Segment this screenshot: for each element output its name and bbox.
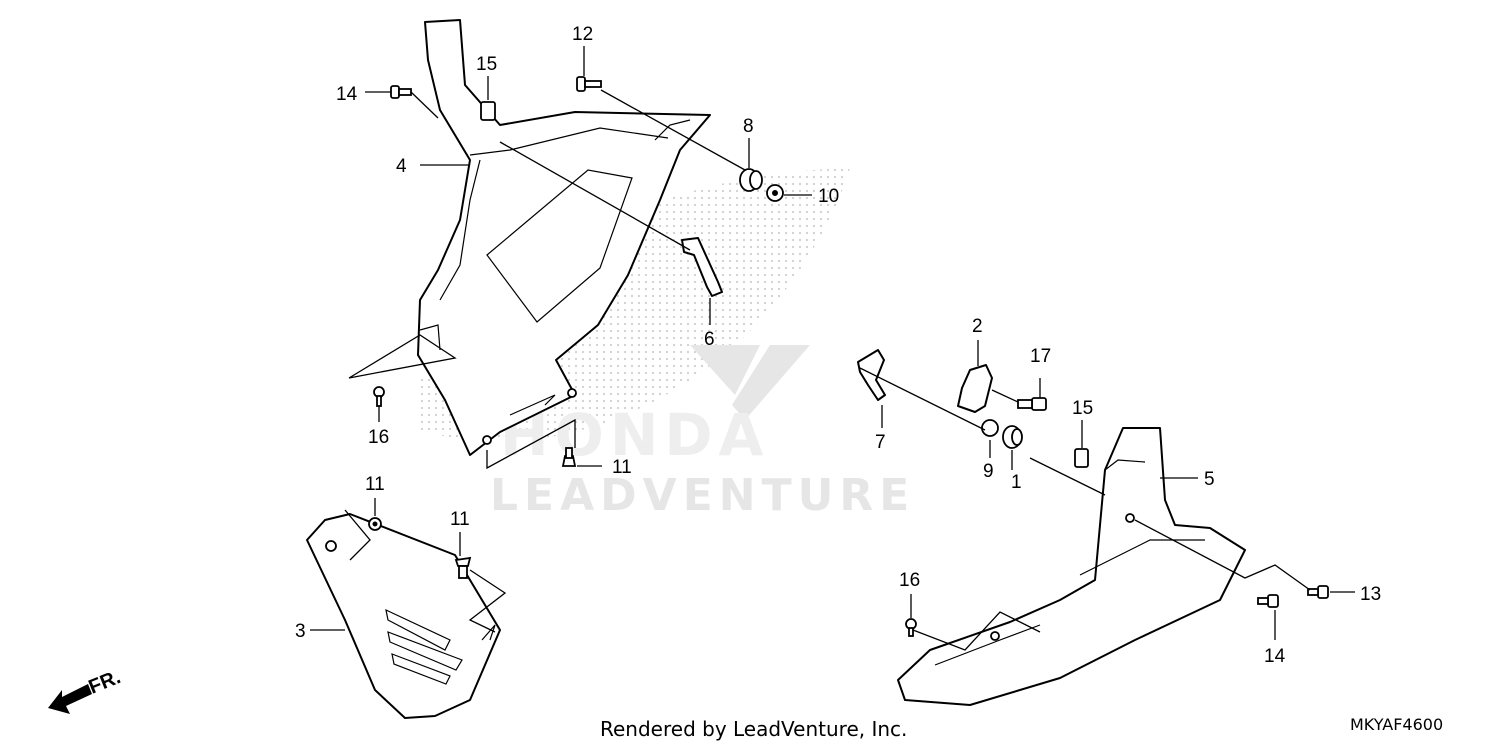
front-direction-arrow	[48, 684, 92, 714]
callout-2: 2	[972, 316, 983, 337]
callout-15-upper: 15	[476, 54, 497, 75]
watermark-company: LEADVENTURE	[490, 470, 915, 521]
callout-14-upper: 14	[336, 84, 358, 105]
callout-6: 6	[704, 329, 715, 350]
callout-11-mid: 11	[450, 509, 470, 530]
callout-7: 7	[875, 432, 886, 453]
part-2-plate	[957, 364, 993, 413]
part-4-upper-cowl	[417, 19, 711, 456]
callout-labels: 1 2 3 4 5 6 7 8 9 10 11 11 11 12 13 14 1…	[295, 24, 1381, 667]
part-5-under-cowl	[897, 427, 1246, 706]
callout-17: 17	[1030, 346, 1051, 367]
callout-5: 5	[1204, 469, 1215, 490]
callout-16-upper: 16	[368, 427, 389, 448]
callout-16-lower: 16	[899, 570, 920, 591]
callout-10: 10	[818, 186, 839, 207]
leader-lines	[310, 46, 1355, 651]
part-6-bracket	[681, 237, 723, 297]
callout-11-center: 11	[612, 457, 632, 478]
callout-1: 1	[1011, 472, 1022, 493]
callout-14-lower: 14	[1264, 646, 1286, 667]
callout-13: 13	[1360, 584, 1381, 605]
render-credit: Rendered by LeadVenture, Inc.	[600, 717, 908, 741]
hardware	[368, 76, 1329, 637]
watermark-brand: HONDA	[500, 401, 769, 469]
callout-4: 4	[396, 156, 407, 177]
callout-8: 8	[743, 116, 754, 137]
callout-12: 12	[572, 24, 593, 45]
part-7-bracket	[857, 349, 886, 401]
diagram-code: MKYAF4600	[1350, 715, 1444, 734]
part-3-side-cover	[306, 513, 501, 719]
callout-15-lower: 15	[1072, 398, 1093, 419]
callout-3: 3	[295, 621, 306, 642]
callout-9: 9	[983, 461, 994, 482]
front-label: FR.	[86, 666, 124, 698]
callout-11-left: 11	[365, 474, 385, 495]
